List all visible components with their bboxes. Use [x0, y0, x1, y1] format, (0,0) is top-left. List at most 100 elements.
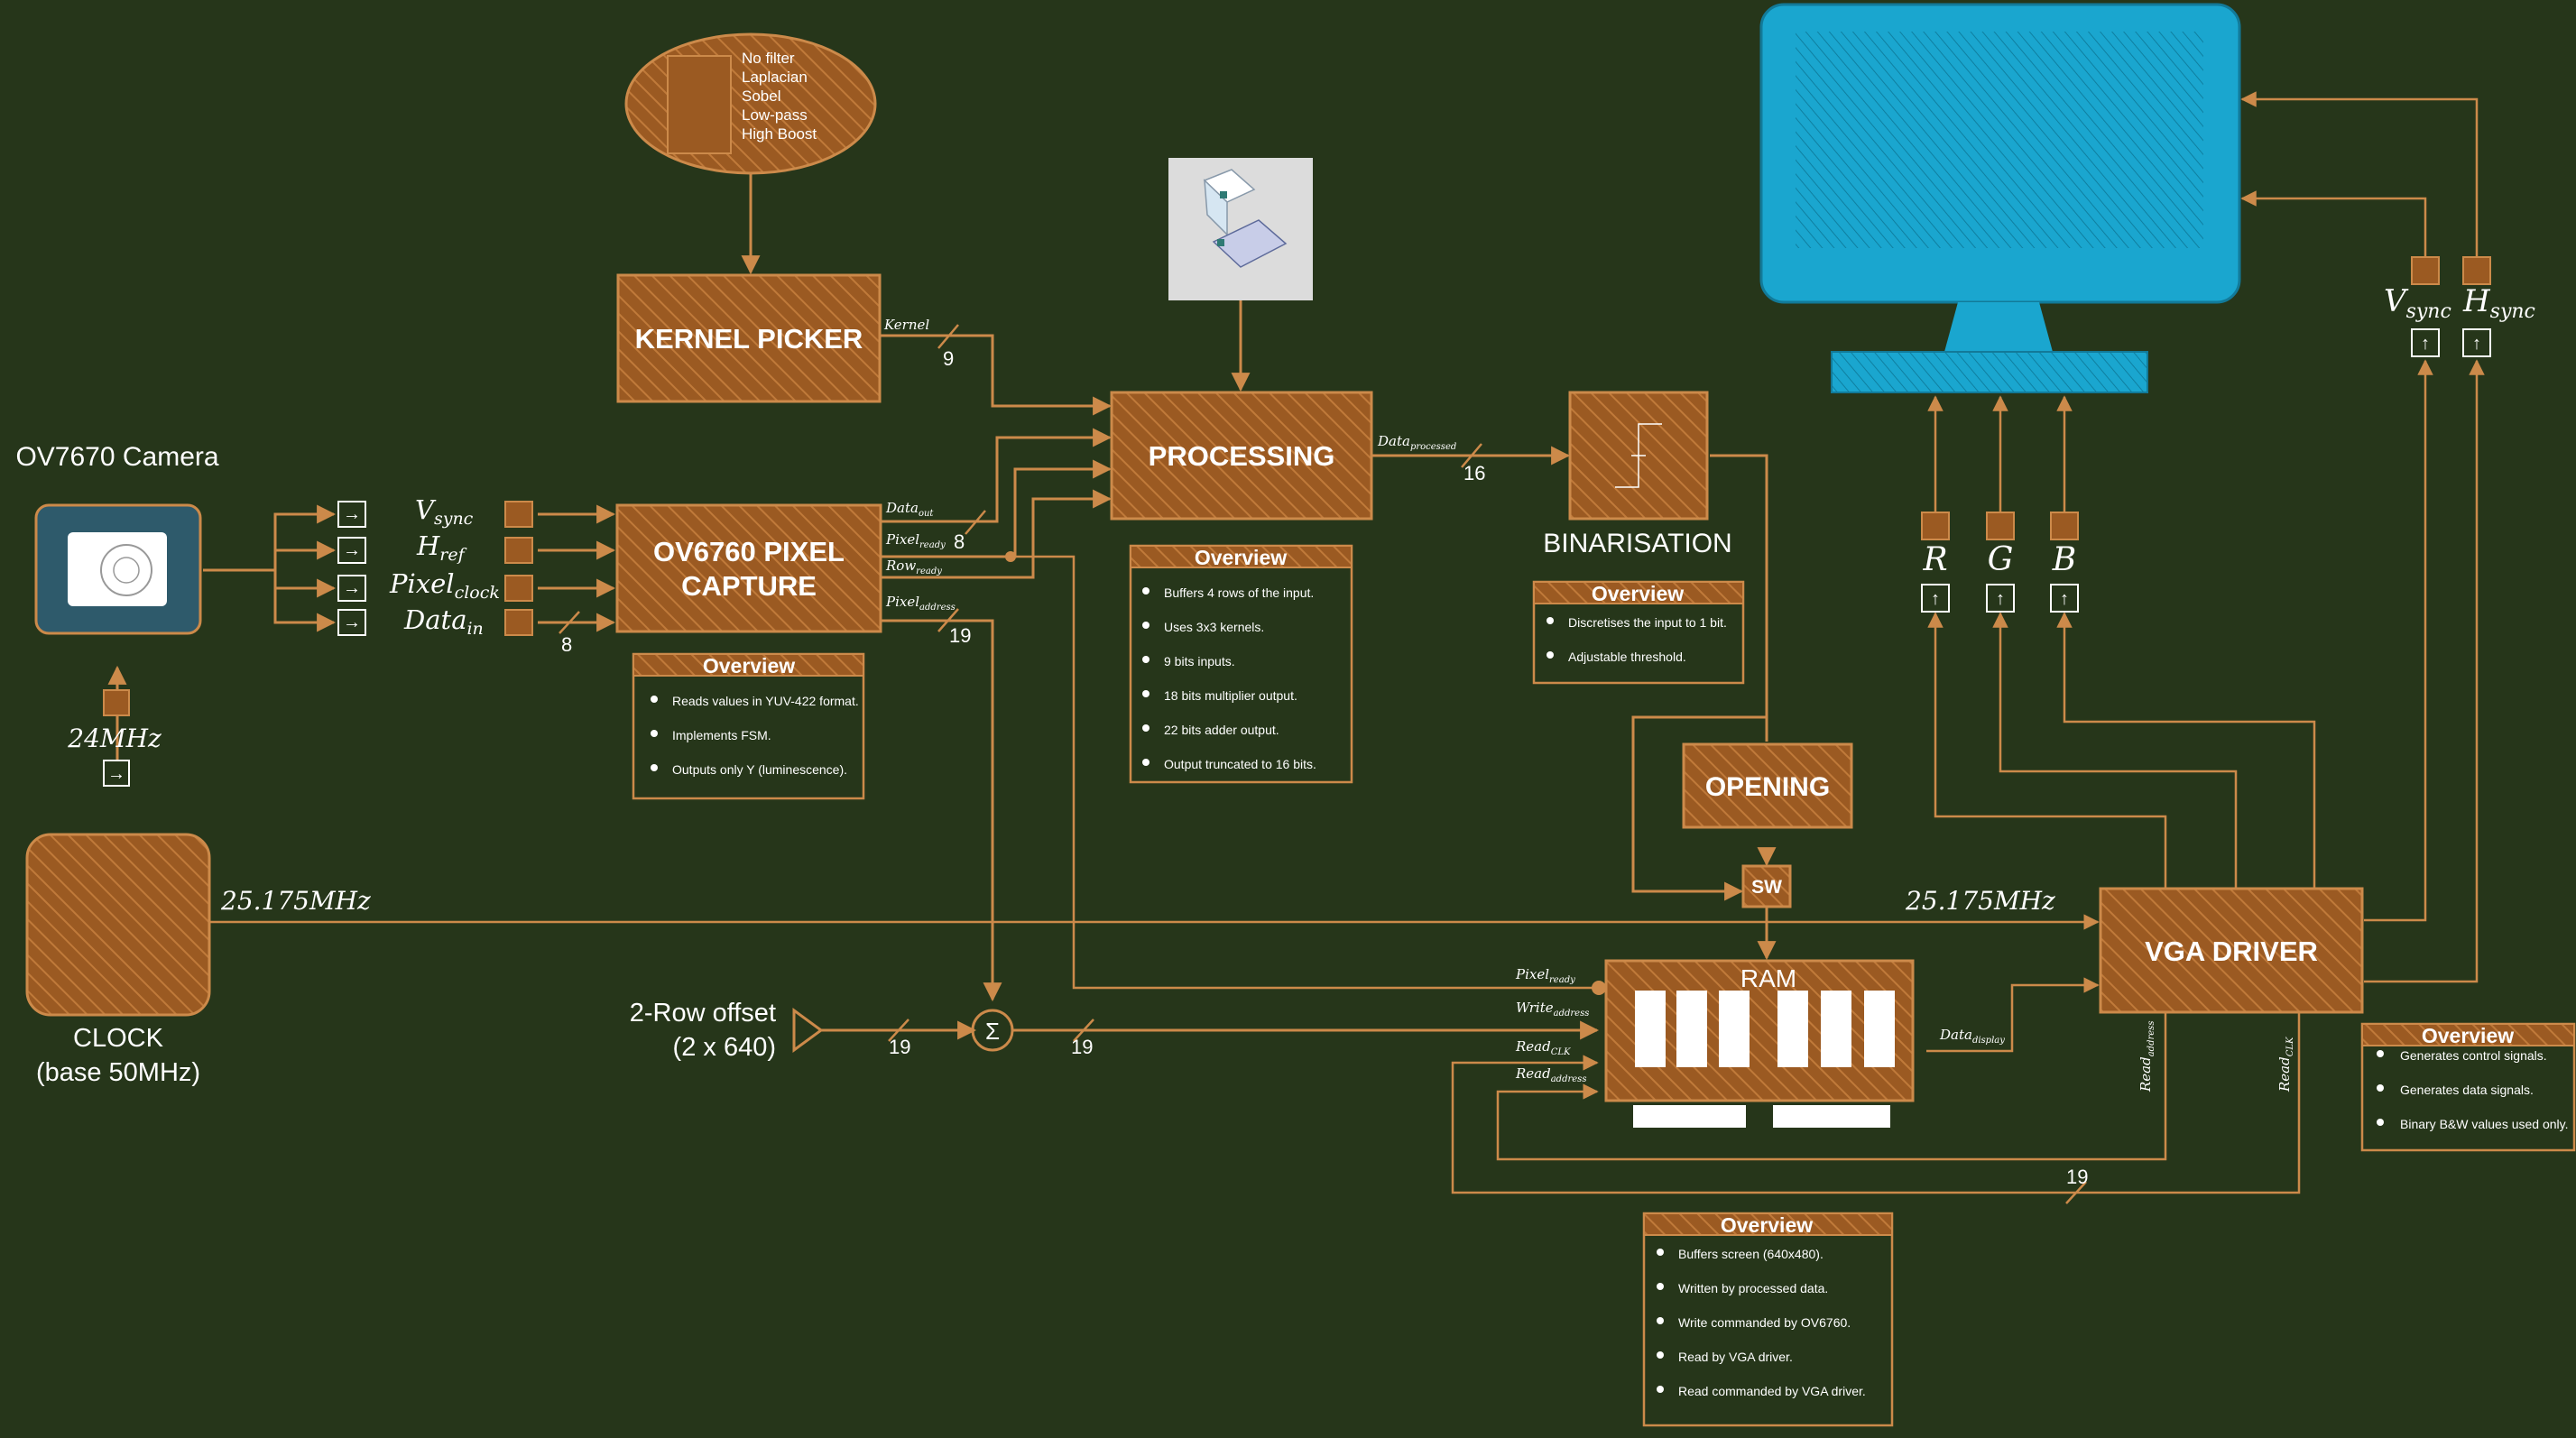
- svg-text:Written by processed data.: Written by processed data.: [1678, 1281, 1828, 1295]
- overview-ram: Overview Buffers screen (640x480). Writt…: [1642, 1212, 1894, 1427]
- svg-text:8: 8: [954, 530, 965, 553]
- svg-text:Write commanded by OV6760.: Write commanded by OV6760.: [1678, 1315, 1851, 1330]
- svg-text:Kernel: Kernel: [883, 317, 929, 333]
- arrow-icon: ↑: [2060, 589, 2069, 609]
- arrow-icon: ↑: [1931, 589, 1940, 609]
- ram-block: RAM: [1604, 959, 1915, 1128]
- pixel-capture-title: CAPTURE: [681, 570, 817, 602]
- arrow-icon: →: [343, 504, 361, 524]
- opening-block: OPENING: [1682, 742, 1853, 829]
- svg-text:Overview: Overview: [1592, 582, 1684, 605]
- overview-vga-driver: Overview Generates control signals. Gene…: [2360, 1022, 2576, 1152]
- monitor-illustration: [1759, 3, 2241, 393]
- switch-label: SW: [1751, 877, 1782, 898]
- svg-text:Dataprocessed: Dataprocessed: [1377, 433, 1456, 452]
- kernel-option: Low-pass: [742, 106, 808, 124]
- overview-processing: Overview Buffers 4 rows of the input. Us…: [1129, 544, 1353, 784]
- camera-clock-frequency: 24MHz: [67, 724, 162, 753]
- pixel-capture-block: OV6760 PIXEL CAPTURE: [615, 503, 882, 633]
- wires: [107, 91, 2485, 1204]
- svg-text:Adjustable threshold.: Adjustable threshold.: [1568, 650, 1686, 664]
- sum-symbol: Σ: [985, 1018, 1000, 1045]
- camera-signals: → → → → Vsync Href Pixelclock Datain: [337, 494, 533, 639]
- svg-text:Vsync: Vsync: [2384, 283, 2451, 323]
- adder: Σ 2-Row offset (2 x 640): [630, 999, 1014, 1062]
- red-signal-label: R: [1922, 541, 1947, 578]
- svg-text:Readaddress: Readaddress: [2137, 1021, 2156, 1092]
- svg-text:Pixeladdress: Pixeladdress: [885, 594, 956, 613]
- svg-text:Datadisplay: Datadisplay: [1939, 1027, 2005, 1046]
- svg-text:Discretises the input to 1 bit: Discretises the input to 1 bit.: [1568, 615, 1727, 630]
- svg-text:Read by VGA driver.: Read by VGA driver.: [1678, 1350, 1793, 1364]
- svg-text:Read commanded by VGA driver.: Read commanded by VGA driver.: [1678, 1384, 1866, 1398]
- svg-text:Pixelready: Pixelready: [1515, 966, 1575, 985]
- clock-frequency-right: 25.175MHz: [1905, 886, 2055, 916]
- svg-text:22 bits adder output.: 22 bits adder output.: [1164, 723, 1279, 737]
- switch-block: SW: [1741, 864, 1792, 908]
- svg-text:Binary B&W values used only.: Binary B&W values used only.: [2400, 1117, 2569, 1131]
- svg-text:Datain: Datain: [403, 604, 484, 639]
- svg-text:Href: Href: [416, 530, 467, 565]
- vga-driver-block: VGA DRIVER: [2099, 887, 2364, 1014]
- svg-text:Pixelclock: Pixelclock: [389, 568, 500, 603]
- svg-text:Pixelready: Pixelready: [885, 531, 946, 550]
- svg-text:19: 19: [889, 1036, 910, 1058]
- svg-text:Overview: Overview: [1195, 546, 1287, 569]
- blue-signal-label: B: [2052, 541, 2076, 578]
- svg-text:Hsync: Hsync: [2462, 283, 2535, 323]
- pixel-capture-title: OV6760 PIXEL: [653, 536, 845, 567]
- svg-text:Reads values in YUV-422 format: Reads values in YUV-422 format.: [672, 694, 859, 708]
- binarisation-block: BINARISATION: [1543, 391, 1732, 558]
- camera-illustration: OV7670 Camera: [15, 442, 219, 635]
- opening-title: OPENING: [1705, 772, 1830, 802]
- svg-text:Uses 3x3 kernels.: Uses 3x3 kernels.: [1164, 620, 1264, 634]
- green-signal-label: G: [1988, 541, 2014, 578]
- svg-text:Vsync: Vsync: [415, 494, 474, 529]
- svg-text:18 bits multiplier output.: 18 bits multiplier output.: [1164, 688, 1297, 703]
- kernel-option: Laplacian: [742, 69, 808, 86]
- svg-text:Generates control signals.: Generates control signals.: [2400, 1048, 2547, 1063]
- svg-text:16: 16: [1463, 462, 1485, 484]
- arrow-icon: ↑: [2472, 334, 2481, 354]
- overview-binarisation: Overview Discretises the input to 1 bit.…: [1532, 580, 1745, 685]
- overview-pixel-capture: Overview Reads values in YUV-422 format.…: [632, 652, 865, 800]
- arrow-icon: ↑: [1996, 589, 2005, 609]
- binarisation-title: BINARISATION: [1543, 529, 1731, 558]
- convolution-illustration: [1168, 158, 1313, 300]
- svg-text:19: 19: [1071, 1036, 1093, 1058]
- arrow-icon: →: [343, 578, 361, 598]
- clock-frequency-left: 25.175MHz: [220, 886, 371, 916]
- svg-text:19: 19: [949, 624, 971, 647]
- ram-title: RAM: [1740, 964, 1796, 992]
- svg-text:Overview: Overview: [1721, 1213, 1813, 1237]
- svg-text:9: 9: [943, 347, 954, 370]
- kernel-option: High Boost: [742, 125, 817, 143]
- clock-title: CLOCK: [73, 1024, 164, 1053]
- kernel-options-ellipse: No filter Laplacian Sobel Low-pass High …: [624, 32, 877, 175]
- svg-text:Generates data signals.: Generates data signals.: [2400, 1083, 2534, 1097]
- vga-signals: ↑ ↑ ↑ R G B ↑ ↑ Vsync Hsync: [1921, 256, 2535, 613]
- svg-text:Buffers screen (640x480).: Buffers screen (640x480).: [1678, 1247, 1824, 1261]
- svg-text:Implements FSM.: Implements FSM.: [672, 728, 771, 742]
- clock-block: CLOCK (base 50MHz): [25, 833, 211, 1087]
- svg-text:Overview: Overview: [2422, 1024, 2514, 1047]
- svg-text:Dataout: Dataout: [885, 500, 934, 519]
- camera-title: OV7670 Camera: [15, 442, 218, 472]
- arrow-icon: →: [343, 540, 361, 560]
- processing-title: PROCESSING: [1149, 440, 1335, 472]
- svg-text:ReadCLK: ReadCLK: [2276, 1037, 2295, 1092]
- kernel-picker-block: KERNEL PICKER: [616, 273, 882, 403]
- row-offset-title: 2-Row offset: [630, 999, 776, 1028]
- clock-subtitle: (base 50MHz): [36, 1058, 200, 1087]
- svg-text:ReadCLK: ReadCLK: [1515, 1038, 1571, 1057]
- row-offset-subtitle: (2 x 640): [673, 1033, 776, 1062]
- kernel-picker-title: KERNEL PICKER: [635, 323, 863, 355]
- arrow-icon: →: [107, 764, 125, 784]
- svg-text:Outputs only Y (luminescence).: Outputs only Y (luminescence).: [672, 762, 847, 777]
- processing-block: PROCESSING: [1110, 391, 1373, 521]
- camera-clock: → 24MHz: [67, 689, 162, 787]
- svg-text:9 bits inputs.: 9 bits inputs.: [1164, 654, 1235, 668]
- svg-text:Overview: Overview: [703, 654, 795, 678]
- svg-text:Rowready: Rowready: [885, 558, 942, 576]
